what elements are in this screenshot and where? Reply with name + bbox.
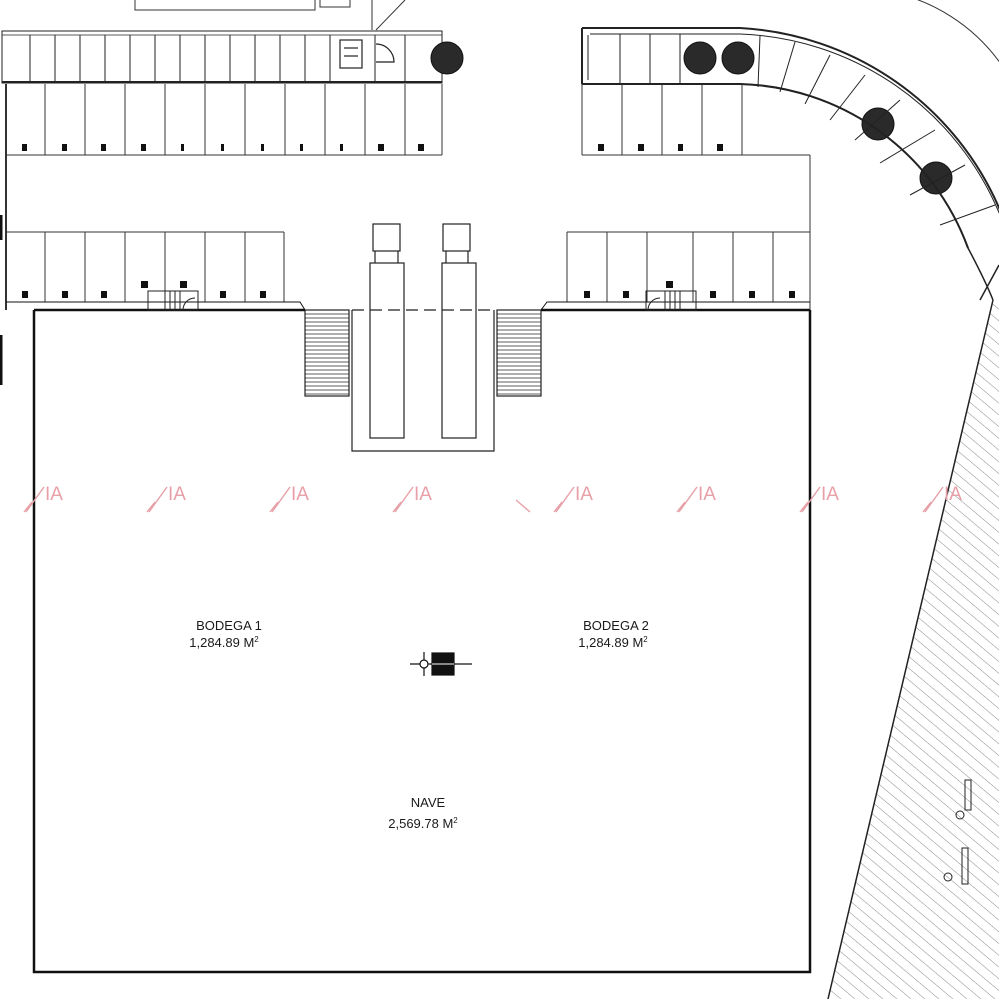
tree-icon	[919, 161, 953, 195]
parking-upper	[5, 84, 811, 310]
parking-stops-upper	[22, 144, 723, 151]
svg-text:IA: IA	[698, 484, 716, 505]
parking-lower	[6, 231, 810, 302]
top-structure	[134, 0, 999, 63]
room-area: 1,284.89 M2	[189, 635, 259, 650]
tree-icon	[430, 41, 464, 75]
landscape-strip	[827, 299, 999, 999]
sidewalk-top-left	[1, 30, 443, 84]
truck-cab	[442, 223, 471, 252]
room-name: NAVE	[411, 795, 446, 810]
utility-symbols	[943, 779, 972, 885]
truck-cab	[372, 223, 401, 252]
watermark-mark: IA	[146, 484, 186, 513]
svg-text:IA: IA	[168, 484, 186, 505]
watermark-mark: IA	[392, 484, 432, 513]
truck-trailer	[441, 262, 477, 439]
tree-icon	[683, 41, 717, 75]
room-area: 1,284.89 M2	[578, 635, 648, 650]
gate-symbol	[339, 39, 395, 69]
entry-doors	[147, 290, 697, 311]
watermark-mark: IA	[23, 484, 63, 513]
dock-ramp	[304, 309, 350, 397]
center-column-symbol	[410, 652, 472, 676]
right-road-band	[739, 83, 999, 301]
watermark-mark: IA	[515, 484, 593, 513]
room-name: BODEGA 2	[583, 618, 649, 633]
watermark-mark: IA	[922, 484, 962, 513]
room-bodega-2: BODEGA 2 1,284.89 M2	[578, 618, 649, 650]
watermark-mark: IA	[676, 484, 716, 513]
tree-icons	[430, 41, 953, 195]
svg-text:IA: IA	[45, 484, 63, 505]
loading-dock	[304, 223, 542, 452]
building-walls	[6, 301, 812, 974]
svg-text:IA: IA	[414, 484, 432, 505]
svg-text:IA: IA	[575, 484, 593, 505]
sidewalk-top-right	[581, 27, 999, 249]
svg-text:IA: IA	[944, 484, 962, 505]
room-bodega-1: BODEGA 1 1,284.89 M2	[189, 618, 262, 650]
room-area: 2,569.78 M2	[388, 816, 458, 831]
svg-text:IA: IA	[821, 484, 839, 505]
watermark-mark: IA	[269, 484, 309, 513]
tree-icon	[721, 41, 755, 75]
watermark: IA IA IA IA IA IA IA IA	[23, 484, 962, 513]
room-name: BODEGA 1	[196, 618, 262, 633]
svg-text:IA: IA	[291, 484, 309, 505]
room-nave: NAVE 2,569.78 M2	[388, 795, 458, 831]
parking-stops-lower	[22, 281, 795, 298]
dock-ramp	[496, 309, 542, 397]
tree-icon	[861, 107, 895, 141]
watermark-mark: IA	[799, 484, 839, 513]
truck-trailer	[369, 262, 405, 439]
